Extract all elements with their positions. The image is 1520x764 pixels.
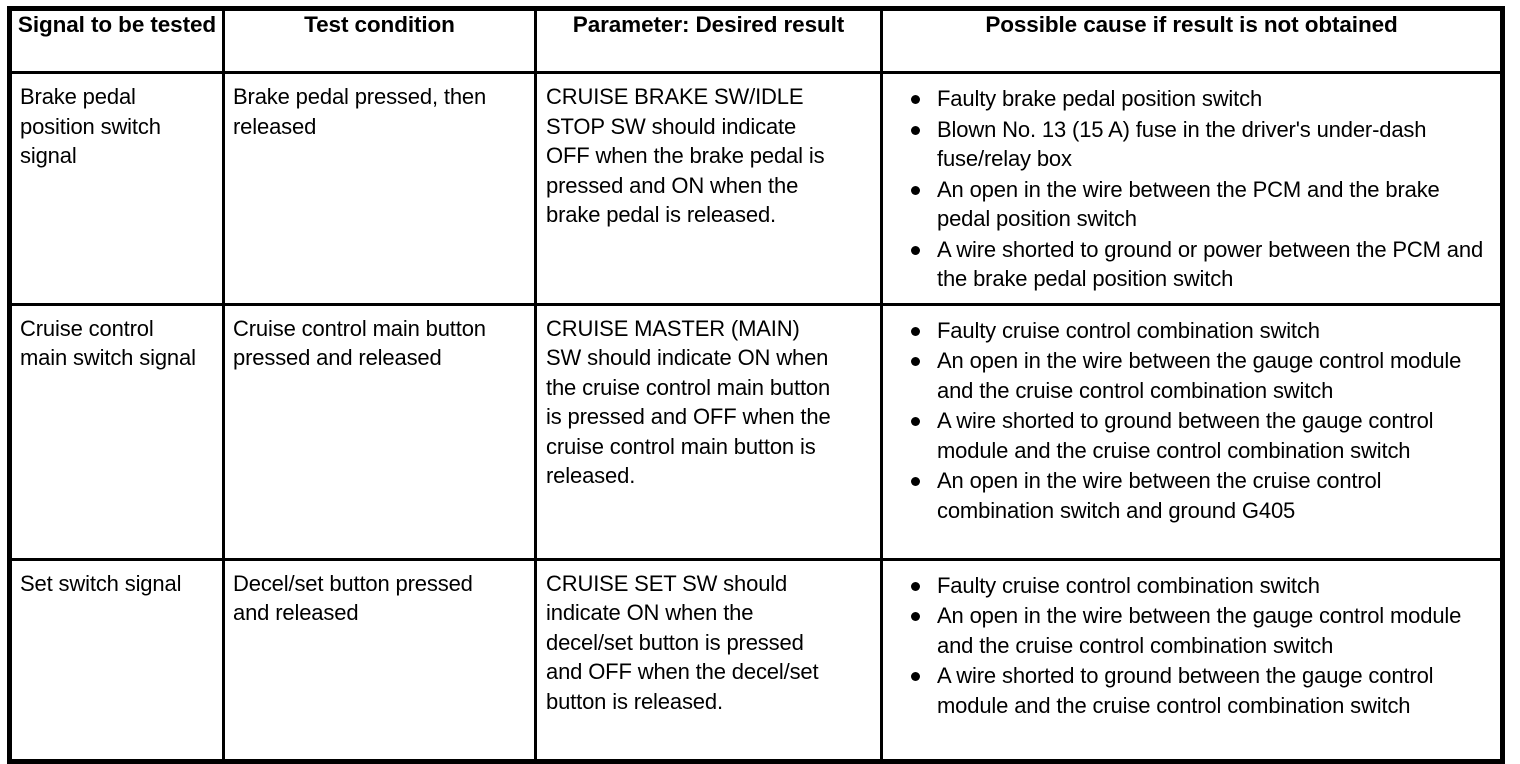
cell-possible-cause: Faulty cruise control combination switch…: [880, 557, 1504, 763]
bullet-icon: [911, 245, 920, 255]
list-item: Faulty cruise control combination switch: [883, 571, 1492, 601]
list-item: Faulty cruise control combination switch: [883, 316, 1492, 346]
parameter-text: CRUISE SET SW should indicate ON when th…: [546, 570, 819, 714]
bullet-icon: [911, 612, 920, 621]
table-row: Brake pedal position switch signal Brake…: [8, 71, 1504, 306]
cell-possible-cause: Faulty brake pedal position switch Blown…: [880, 71, 1504, 306]
test-condition-text: Cruise control main button pressed and r…: [233, 315, 486, 371]
bullet-icon: [911, 125, 920, 135]
bullet-icon: [911, 95, 920, 104]
table-header: Signal to be tested Test condition Param…: [8, 7, 1504, 74]
column-header-parameter: Parameter: Desired result: [534, 7, 883, 74]
parameter-text: CRUISE MASTER (MAIN) SW should indicate …: [546, 315, 831, 489]
cell-signal: Cruise control main switch signal: [8, 302, 225, 561]
signal-text: Brake pedal position switch signal: [20, 84, 161, 168]
bullet-icon: [911, 417, 920, 426]
list-item: An open in the wire between the cruise c…: [883, 466, 1492, 525]
list-item: An open in the wire between the gauge co…: [883, 601, 1492, 660]
test-condition-text: Decel/set button pressed and released: [233, 570, 473, 626]
list-item: Faulty brake pedal position switch: [883, 84, 1492, 114]
cause-text: Faulty cruise control combination switch: [937, 317, 1320, 343]
bullet-icon: [911, 326, 920, 336]
list-item: Blown No. 13 (15 A) fuse in the driver's…: [883, 115, 1492, 174]
bullet-icon: [911, 477, 920, 486]
test-condition-text: Brake pedal pressed, then released: [233, 84, 487, 139]
cause-text: Blown No. 13 (15 A) fuse in the driver's…: [937, 116, 1427, 172]
cell-possible-cause: Faulty cruise control combination switch…: [880, 302, 1504, 561]
cause-text: An open in the wire between the gauge co…: [937, 348, 1462, 403]
cell-parameter: CRUISE MASTER (MAIN) SW should indicate …: [534, 302, 883, 561]
list-item: A wire shorted to ground between the gau…: [883, 406, 1492, 465]
cell-signal: Brake pedal position switch signal: [8, 71, 225, 306]
list-item: A wire shorted to ground between the gau…: [883, 661, 1492, 720]
cause-text: An open in the wire between the gauge co…: [937, 603, 1462, 658]
column-header-test-condition: Test condition: [222, 7, 537, 74]
diagnostic-table: Signal to be tested Test condition Param…: [7, 6, 1505, 764]
parameter-text: CRUISE BRAKE SW/IDLE STOP SW should indi…: [546, 84, 825, 227]
cause-text: Faulty cruise control combination switch: [937, 572, 1320, 598]
bullet-icon: [911, 185, 920, 195]
cause-text: An open in the wire between the PCM and …: [937, 176, 1440, 232]
cause-text: A wire shorted to ground between the gau…: [937, 408, 1434, 463]
cause-text: A wire shorted to ground or power betwee…: [937, 236, 1484, 292]
bullet-icon: [911, 672, 920, 681]
list-item: An open in the wire between the gauge co…: [883, 346, 1492, 405]
list-item: A wire shorted to ground or power betwee…: [883, 235, 1492, 294]
cause-text: A wire shorted to ground between the gau…: [937, 663, 1434, 718]
cause-list: Faulty cruise control combination switch…: [883, 561, 1500, 730]
table-row: Cruise control main switch signal Cruise…: [8, 302, 1504, 561]
column-header-possible-cause: Possible cause if result is not obtained: [880, 7, 1504, 74]
cell-test-condition: Decel/set button pressed and released: [222, 557, 537, 763]
signal-text: Set switch signal: [20, 570, 182, 596]
bullet-icon: [911, 581, 920, 591]
header-row: Signal to be tested Test condition Param…: [8, 7, 1504, 74]
bullet-icon: [911, 357, 920, 366]
cause-list: Faulty brake pedal position switch Blown…: [883, 74, 1500, 303]
table-row: Set switch signal Decel/set button press…: [8, 557, 1504, 763]
column-header-signal: Signal to be tested: [8, 7, 225, 74]
list-item: An open in the wire between the PCM and …: [883, 175, 1492, 234]
cell-test-condition: Cruise control main button pressed and r…: [222, 302, 537, 561]
cause-text: Faulty brake pedal position switch: [937, 86, 1263, 111]
cell-parameter: CRUISE BRAKE SW/IDLE STOP SW should indi…: [534, 71, 883, 306]
cell-test-condition: Brake pedal pressed, then released: [222, 71, 537, 306]
cause-text: An open in the wire between the cruise c…: [937, 468, 1382, 523]
cell-signal: Set switch signal: [8, 557, 225, 763]
cause-list: Faulty cruise control combination switch…: [883, 306, 1500, 535]
signal-text: Cruise control main switch signal: [20, 315, 196, 371]
cell-parameter: CRUISE SET SW should indicate ON when th…: [534, 557, 883, 763]
table-body: Brake pedal position switch signal Brake…: [8, 71, 1504, 763]
